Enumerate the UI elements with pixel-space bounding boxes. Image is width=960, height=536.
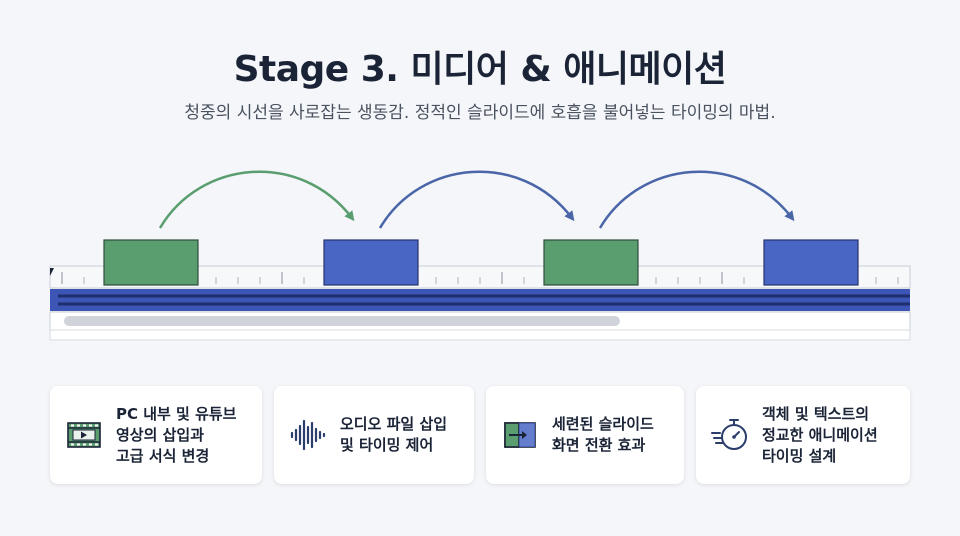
timeline-clip-3 (543, 239, 639, 286)
timeline-band (50, 289, 910, 311)
slide-transition-icon (504, 422, 536, 448)
transition-arrow-1 (158, 170, 355, 229)
timeline-clip-2 (323, 239, 419, 286)
stopwatch-icon (711, 419, 747, 450)
timeline-clip-1 (103, 239, 199, 286)
timeline-illustration (49, 170, 911, 341)
feature-cards: PC 내부 및 유튜브 영상의 삽입과 고급 서식 변경 오디오 파일 삽입 및… (50, 386, 910, 484)
feature-text-audio: 오디오 파일 삽입 및 타이밍 제어 (340, 415, 448, 454)
feature-text-animation: 객체 및 텍스트의 정교한 애니메이션 타이밍 설계 (762, 404, 878, 465)
feature-card-transition: 세련된 슬라이드 화면 전환 효과 (486, 386, 684, 484)
feature-text-transition: 세련된 슬라이드 화면 전환 효과 (552, 415, 654, 454)
feature-text-video: PC 내부 및 유튜브 영상의 삽입과 고급 서식 변경 (116, 404, 237, 465)
feature-card-video: PC 내부 및 유튜브 영상의 삽입과 고급 서식 변경 (50, 386, 262, 484)
audio-waveform-icon (290, 419, 326, 451)
timeline-clip-4 (763, 239, 859, 286)
feature-card-audio: 오디오 파일 삽입 및 타이밍 제어 (274, 386, 474, 484)
page-subtitle: 청중의 시선을 사로잡는 생동감. 정적인 슬라이드에 호흡을 불어넣는 타이밍… (184, 103, 776, 123)
video-film-icon (67, 422, 101, 448)
feature-card-animation: 객체 및 텍스트의 정교한 애니메이션 타이밍 설계 (696, 386, 910, 484)
timeline-scroll-thumb (64, 316, 620, 326)
page-title: Stage 3. 미디어 & 애니메이션 (233, 49, 727, 90)
transition-arrow-3 (598, 170, 795, 229)
transition-arrow-2 (378, 170, 575, 229)
